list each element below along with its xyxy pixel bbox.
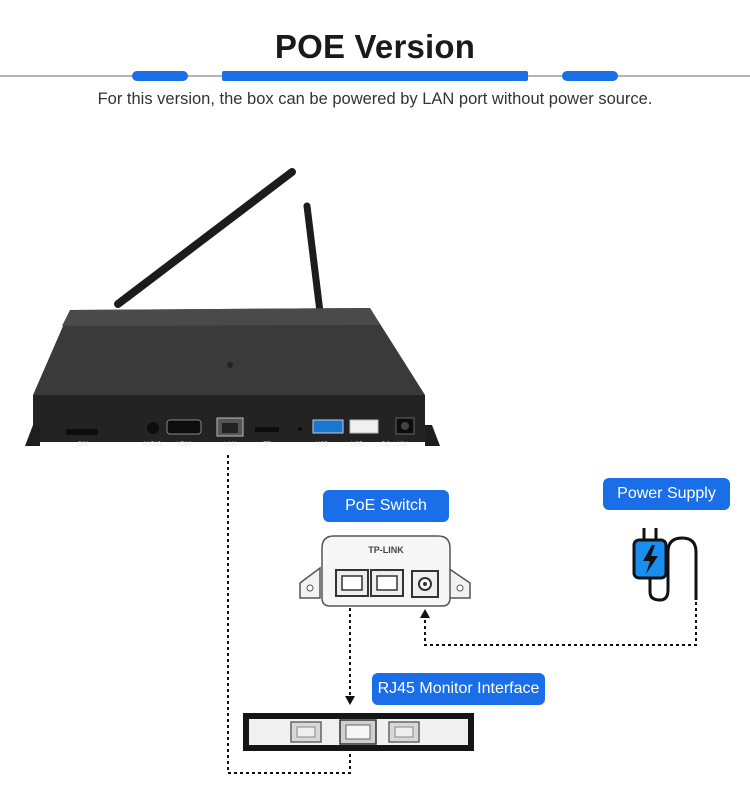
monitor-rj45-interface-strip — [243, 713, 474, 751]
audio-jack — [147, 422, 159, 434]
sim-slot — [66, 429, 98, 435]
header-bar-center — [222, 71, 528, 81]
port-label-lan: LAN — [224, 442, 236, 448]
poe-switch-brand: TP-LINK — [368, 545, 404, 555]
port-label-dc: DC — [382, 442, 391, 448]
arrow-up-icon — [420, 609, 430, 618]
hdmi-port — [167, 420, 201, 434]
port-label-sim: SIM — [78, 442, 89, 448]
rj45-monitor-interface-label: RJ45 Monitor Interface — [372, 673, 545, 705]
port-label-usb: USB — [351, 442, 363, 448]
port-label-12v: 12V — [397, 442, 408, 448]
mount-foot-left — [25, 425, 40, 446]
poe-switch-label: PoE Switch — [323, 490, 449, 522]
header-bar-left — [132, 71, 188, 81]
tf-slot — [255, 427, 279, 432]
mount-foot-right — [425, 425, 440, 446]
power-supply-label: Power Supply — [603, 478, 730, 510]
port-label-usb: USB — [316, 442, 328, 448]
power-to-poe-line — [425, 602, 696, 645]
usb-port-blue — [313, 420, 343, 433]
power-plug-icon — [634, 528, 696, 600]
poe-switch-device: TP-LINK — [300, 536, 470, 606]
antenna-right — [307, 206, 320, 312]
port-label-hdmi: HDMI — [176, 442, 192, 448]
port-label-audio: AUDIO — [142, 442, 161, 448]
arrow-down-icon — [345, 696, 355, 705]
antenna-left — [118, 172, 292, 304]
usb-port — [350, 420, 378, 433]
port-label-tf: TF — [263, 442, 271, 448]
media-box-device: SIM AUDIO HDMI LAN TF USB USB DC 12V — [25, 172, 440, 448]
header-bar-right — [562, 71, 618, 81]
